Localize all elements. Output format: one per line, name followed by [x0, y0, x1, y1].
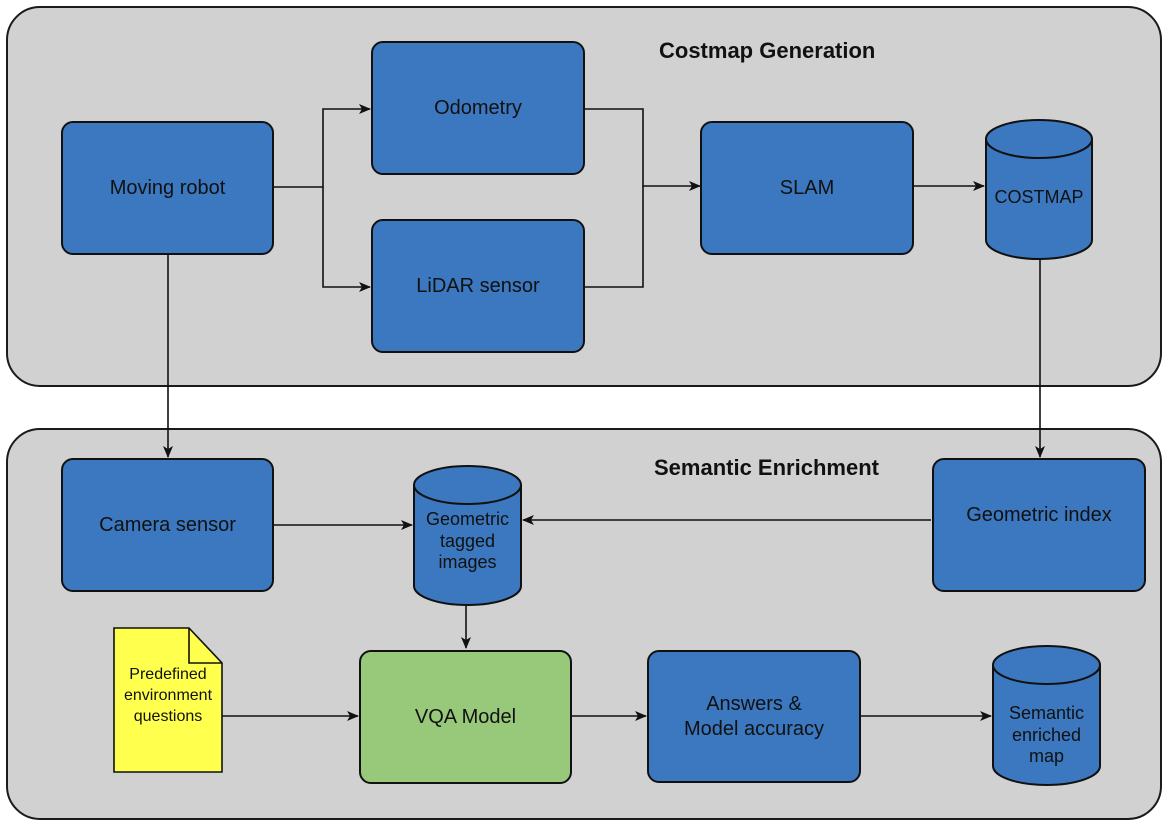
label-line: Geometric — [425, 509, 510, 529]
label-line: questions — [133, 707, 203, 725]
slam-label: SLAM — [779, 176, 835, 199]
vqa-model-box: VQA Model — [359, 650, 572, 784]
lidar-sensor-box: LiDAR sensor — [371, 219, 585, 353]
document-icon — [113, 627, 223, 773]
line-lidar-to-slam — [585, 186, 644, 288]
label-line: images — [438, 552, 497, 573]
semantic-enrichment-title: Semantic Enrichment — [654, 455, 879, 480]
vqa-model-label: VQA Model — [414, 705, 517, 728]
label-line: environment — [123, 686, 213, 704]
geometric-index-box: Geometric index — [932, 458, 1146, 592]
semantic-enriched-map-cylinder: Semantic enriched map — [992, 645, 1101, 786]
odometry-box: Odometry — [371, 41, 585, 175]
label-line: enriched — [1011, 724, 1082, 745]
arrow-robot-to-odometry — [274, 104, 371, 188]
semantic-enriched-map-label: Semantic enriched map — [992, 703, 1101, 768]
arrow-odometry-to-slam — [585, 108, 701, 191]
moving-robot-box: Moving robot — [61, 121, 274, 255]
database-icon — [985, 119, 1093, 260]
label-line: Predefined — [129, 666, 207, 683]
predefined-questions-label: Predefined environment questions — [113, 665, 223, 727]
label-line: Semantic — [1008, 703, 1085, 723]
costmap-generation-title: Costmap Generation — [659, 38, 876, 63]
answers-label: Answers & Model accuracy — [684, 692, 824, 742]
geometric-tagged-images-cylinder: Geometric tagged images — [413, 465, 522, 606]
camera-sensor-label: Camera sensor — [99, 513, 236, 536]
arrow-robot-to-lidar — [322, 187, 371, 292]
label-line: map — [1028, 746, 1064, 767]
database-icon — [413, 465, 522, 606]
geometric-index-label: Geometric index — [966, 503, 1112, 526]
odometry-label: Odometry — [434, 96, 522, 119]
database-icon — [992, 645, 1101, 786]
moving-robot-label: Moving robot — [109, 176, 226, 199]
camera-sensor-box: Camera sensor — [61, 458, 274, 592]
label-line: Model accuracy — [683, 717, 825, 740]
lidar-sensor-label: LiDAR sensor — [416, 274, 540, 297]
label-line: tagged — [439, 530, 496, 551]
predefined-questions-document: Predefined environment questions — [113, 627, 223, 773]
costmap-cylinder: COSTMAP — [985, 119, 1093, 260]
answers-model-accuracy-box: Answers & Model accuracy — [647, 650, 861, 783]
label-line: Answers & — [706, 692, 802, 715]
geometric-tagged-images-label: Geometric tagged images — [413, 509, 522, 574]
costmap-label: COSTMAP — [994, 187, 1084, 207]
slam-box: SLAM — [700, 121, 914, 255]
